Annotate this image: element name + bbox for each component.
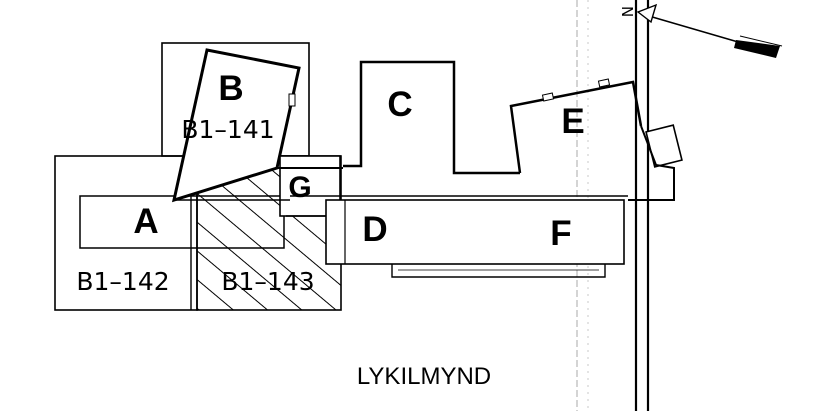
north-arrow-icon	[636, 3, 783, 58]
label-building-e: E	[561, 102, 584, 141]
plot-b1-142	[54, 155, 198, 311]
access-path	[628, 125, 675, 201]
caption: LYKILMYND	[357, 363, 491, 390]
window-mark	[288, 93, 296, 107]
label-building-d: D	[362, 210, 387, 249]
building-c	[343, 60, 520, 175]
label-building-a: A	[133, 202, 158, 241]
building-e	[509, 80, 643, 174]
label-building-b: B	[218, 69, 243, 108]
label-building-f: F	[550, 214, 571, 253]
annex	[645, 124, 683, 168]
label-plot-b1-142: B1–142	[76, 267, 169, 296]
north-label: N	[618, 6, 636, 17]
label-building-g: G	[288, 171, 311, 204]
label-plot-b1-143: B1–143	[221, 267, 314, 296]
building-df	[325, 199, 625, 278]
roof-mark	[541, 92, 555, 102]
roof-mark	[597, 78, 611, 88]
label-building-c: C	[387, 85, 412, 124]
label-plot-b1-141: B1–141	[181, 115, 274, 144]
